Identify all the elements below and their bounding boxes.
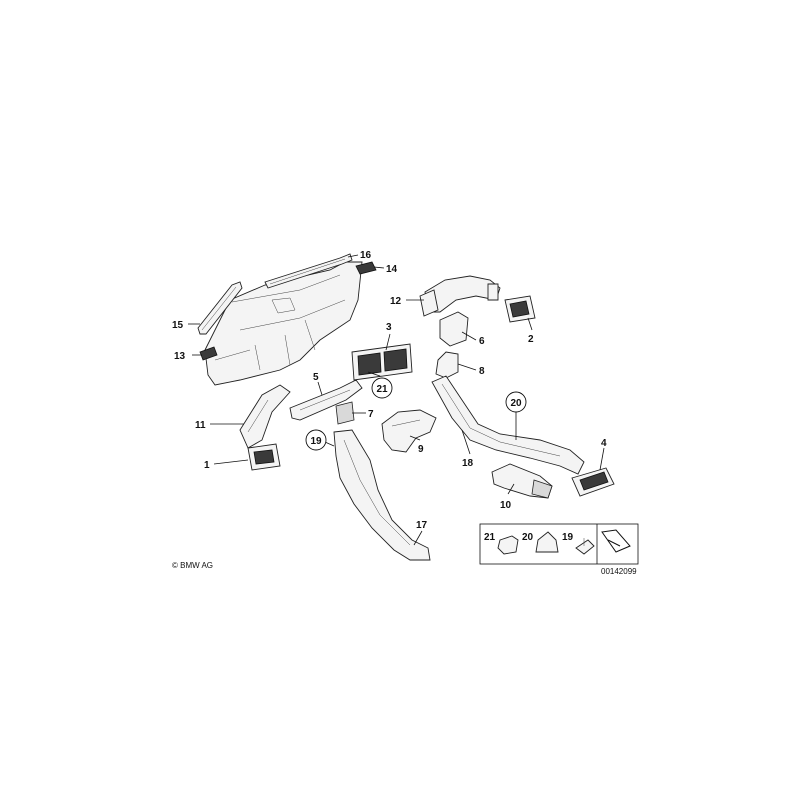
svg-text:20: 20 — [522, 532, 534, 543]
label-15: 15 — [172, 320, 184, 331]
label-4: 4 — [601, 438, 607, 449]
defrost-vent-strip-left — [197, 281, 243, 335]
left-vent-part — [247, 443, 281, 471]
air-duct-upper-right — [419, 275, 501, 317]
label-18: 18 — [462, 458, 474, 469]
label-14: 14 — [386, 264, 398, 275]
label-5: 5 — [313, 372, 319, 383]
part-labels: 1 2 3 4 5 6 7 8 9 10 11 12 13 14 15 16 1… — [172, 250, 607, 531]
svg-text:20: 20 — [510, 398, 522, 409]
label-9: 9 — [418, 444, 424, 455]
label-11: 11 — [195, 420, 206, 431]
svg-text:21: 21 — [376, 384, 388, 395]
label-16: 16 — [360, 250, 372, 261]
copyright-text: © BMW AG — [172, 561, 213, 570]
floor-duct-part-17 — [333, 429, 431, 561]
legend-grommet-20-icon — [535, 531, 559, 553]
leader-lines — [188, 254, 605, 546]
legend-item-20: 20 — [522, 531, 559, 553]
label-3: 3 — [386, 322, 392, 333]
label-10: 10 — [500, 500, 512, 511]
duct-part-10 — [491, 463, 553, 499]
circled-label-21: 21 — [371, 377, 393, 399]
label-1: 1 — [204, 460, 210, 471]
label-6: 6 — [479, 336, 485, 347]
floor-duct-part-18 — [431, 375, 585, 475]
legend-item-19: 19 — [562, 532, 595, 555]
left-duct-part — [239, 384, 291, 449]
circled-label-20: 20 — [505, 391, 527, 413]
right-vent-part — [504, 295, 536, 323]
label-13: 13 — [174, 351, 186, 362]
label-8: 8 — [479, 366, 485, 377]
clip-part-7 — [335, 401, 355, 425]
rear-vent-part — [571, 467, 615, 497]
circled-label-19: 19 — [305, 429, 327, 451]
side-grille-part — [199, 346, 218, 361]
legend-box: 21 20 19 — [479, 523, 639, 565]
legend-arrow-icon — [601, 529, 631, 553]
svg-text:19: 19 — [310, 436, 322, 447]
duct-part-9 — [381, 409, 437, 453]
label-12: 12 — [390, 296, 402, 307]
label-7: 7 — [368, 409, 374, 420]
label-17: 17 — [416, 520, 428, 531]
duct-part-5 — [289, 379, 363, 421]
svg-text:21: 21 — [484, 532, 496, 543]
circled-labels: 19 20 21 — [305, 377, 527, 451]
connector-part-6 — [439, 311, 469, 347]
legend-clip-21-icon — [497, 535, 519, 555]
connector-part-8 — [435, 351, 459, 379]
defrost-vent-strip-top — [264, 253, 353, 289]
svg-text:19: 19 — [562, 532, 574, 543]
speaker-grille-part — [355, 261, 377, 275]
diagram-id-text: 00142099 — [601, 567, 637, 576]
legend-item-21: 21 — [484, 532, 519, 555]
center-vent-part — [351, 343, 413, 381]
label-2: 2 — [528, 334, 534, 345]
